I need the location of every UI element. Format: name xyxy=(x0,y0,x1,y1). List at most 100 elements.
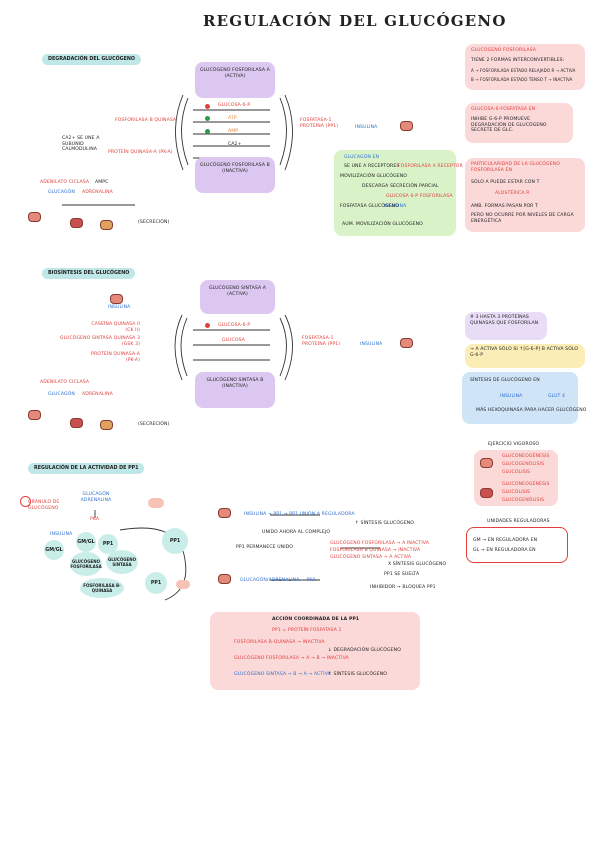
glycogen-synthase-a-node: GLUCÓGENO SINTASA a (ACTIVA) xyxy=(200,280,275,314)
box-subtitle: PP1 = PROTEÍN FOSFATASA 1 xyxy=(272,628,342,633)
side-box-activity-note: → A ACTIVA SÓLO SI ↑[G-6-P] B ACTIVA SÓL… xyxy=(465,344,585,368)
pp1-flow-line: PP1 SE SUELTA xyxy=(384,572,420,577)
center-label-g6p: GLUCOSA-6-P xyxy=(218,103,251,108)
box-title: ACCIÓN COORDINADA DE LA PP1 xyxy=(272,617,360,622)
left-label-pka: PROTEÍN QUINASA-A (PK-A) xyxy=(108,150,173,155)
side-box-line: GLUT 4 xyxy=(548,394,566,399)
right-label-pp1: FOSFATASA-1 PROTEÍNA (PP1) xyxy=(300,118,339,129)
exercise-line: GLUCOGENÓLISIS xyxy=(502,462,545,467)
muscle-icon xyxy=(70,418,83,428)
side-box-title: PARTICULARIDAD DE LA GLUCÓGENO FOSFORILA… xyxy=(471,162,560,173)
glycogen-synthase-node: GLUCÓGENO SINTASA xyxy=(106,550,138,574)
side-box-line: ALOSTÉRICA R xyxy=(495,191,530,196)
left-label-adenylate-cyclase: ADENILATO CICLASA xyxy=(40,380,90,385)
units-title: UNIDADES REGULADORAS xyxy=(485,519,552,525)
liver-icon xyxy=(28,410,41,420)
section-header-degradation: DEGRADACIÓN DEL GLUCÓGENO xyxy=(42,54,141,65)
side-box-title: SÍNTESIS DE GLUCÓGENO EN xyxy=(470,378,540,383)
exercise-line: GLUCONEOGÉNESIS xyxy=(502,454,550,459)
green-box-line: MOVILIZACIÓN GLUCÓGENO xyxy=(340,174,407,179)
green-box-line: SE UNE A RECEPTORES xyxy=(344,164,400,169)
side-box-title: GLUCÓGENO FOSFORILASA xyxy=(471,48,537,53)
exercise-line: GLUCÓLISIS xyxy=(502,490,531,495)
green-box-line: AUM. MOVILIZACIÓN GLUCÓGENO xyxy=(342,222,423,227)
phosphorylase-kinase-node: FOSFORILASA B-QUINASA xyxy=(80,578,124,598)
side-box-line: SÓLO A PUEDE ESTAR CON T xyxy=(471,180,540,185)
glucagon-liver-box: GLUCAGÓN EN SE UNE A RECEPTORES FOSFORIL… xyxy=(334,150,463,236)
left-label-adrenaline: ADRENALINA xyxy=(82,392,113,397)
inhibitor-shape-icon xyxy=(176,580,190,589)
pp1-node: PP1 xyxy=(98,534,118,554)
side-box-exercise: GLUCONEOGÉNESIS GLUCOGENÓLISIS GLUCÓLISI… xyxy=(474,450,558,506)
center-label-ca: Ca2+ xyxy=(228,142,242,147)
gm-gl-node: GM/GL xyxy=(76,532,96,552)
left-label-gsk3: GLUCÓGENO SINTASA QUINASA 3 (GSK 3) xyxy=(59,336,140,347)
box-line: ↑ SÍNTESIS GLUCÓGENO xyxy=(328,672,387,677)
left-label-phosphorylase-kinase: FOSFORILASA b QUINASA xyxy=(115,118,177,123)
green-box-line: DESCARGA SECRECIÓN PARCIAL xyxy=(362,184,439,189)
side-box-line: AMB. FORMAS PASAN POR T xyxy=(471,204,538,209)
green-box-line: INSULINA xyxy=(384,204,407,209)
regulatory-units-box: UNIDADES REGULADORAS GM → EN REGULADORA … xyxy=(466,519,568,563)
green-box-title: GLUCAGÓN EN xyxy=(344,155,380,160)
pp1-free-node: PP1 xyxy=(162,528,188,554)
side-box-g6pase: GLUCOSA-6-FOSFATASA EN INHIBE G-6-P PROM… xyxy=(465,103,573,143)
page-title: REGULACIÓN DEL GLUCÓGENO xyxy=(203,12,507,30)
glycogen-phosphorylase-b-node: GLUCÓGENO FOSFORILASA b (INACTIVA) xyxy=(195,157,275,193)
pp1-flow-line: GLUCÓGENO FOSFORILASA → A INACTIVA xyxy=(330,541,429,546)
side-box-line: INSULINA xyxy=(500,394,523,399)
pancreas-icon xyxy=(400,338,413,348)
glycogen-phosphorylase-a-node: GLUCÓGENO FOSFORILASA a (ACTIVA) xyxy=(195,62,275,98)
left-label-amp: AMPc xyxy=(95,180,109,185)
section-header-pp1-regulation: REGULACIÓN DE LA ACTIVIDAD DE PP1 xyxy=(28,463,145,474)
activator-dot-icon xyxy=(205,129,210,134)
left-label-pka: PROTEÍN QUINASA-A (PK-A) xyxy=(91,352,140,363)
pp1-flow-line: PP1 PERMANECE UNIDO xyxy=(236,545,294,550)
pp1-flow-line: INHIBIDOR → BLOQUEA PP1 xyxy=(370,585,436,590)
left-label-adenylate-cyclase: ADENILATO CICLASA xyxy=(40,180,90,185)
side-box-line: A → FOSFORILADA ESTADO RELAJADO R → ACTI… xyxy=(471,68,576,73)
kidney-icon xyxy=(100,220,113,230)
right-label-pp1: FOSFATASA-1 PROTEÍNA (PP1) xyxy=(302,336,341,347)
inhibitor-dot-icon xyxy=(205,323,210,328)
pancreas-icon xyxy=(218,574,231,584)
pp1-flow-line: FOSFORILASA B QUINASA → INACTIVA xyxy=(330,548,421,553)
insulin-label: INSULINA xyxy=(108,305,131,310)
units-line: GL → EN REGULADORA EN xyxy=(473,548,536,553)
pancreas-icon xyxy=(400,121,413,131)
inhibitor-dot-icon xyxy=(205,104,210,109)
side-box-line: PERO NO OCURRE POR NIVELES DE CARGA ENER… xyxy=(471,213,574,224)
side-box-kinases-note: # 3 HASTA 3 PROTEÍNAS QUINASAS QUE FOSFO… xyxy=(465,312,547,340)
green-box-line: FOSFORILASA A RECEPTOR xyxy=(398,164,463,169)
pka-label: PKA xyxy=(90,517,100,522)
no-symbol-icon xyxy=(20,496,31,507)
left-label-ck2: CASEÍNA QUINASA II (CK II) xyxy=(91,322,140,333)
box-line: ↓ DEGRADACIÓN GLUCÓGENO xyxy=(328,648,401,653)
box-line: GLUCÓGENO SINTASA → B → A → ACTIVA xyxy=(234,672,331,677)
exercise-line: GLUCÓLISIS xyxy=(502,470,531,475)
pancreas-icon xyxy=(218,508,231,518)
muscle-icon xyxy=(480,488,493,498)
pp1-flow-line: GLUCÓGENO SINTASA → A ACTIVA xyxy=(330,555,412,560)
side-box-text: INHIBE G-6-P PROMUEVE DEGRADACIÓN DE GLU… xyxy=(471,117,547,134)
pp1-flow-line: ↑ SÍNTESIS GLUCÓGENO xyxy=(355,521,414,526)
center-label-atp: ATP xyxy=(228,116,237,121)
side-box-line: MÁS HEXOQUINASA PARA HACER GLUCÓGENO xyxy=(476,408,587,413)
insulin-label: INSULINA xyxy=(355,125,378,130)
inhibitor-shape-icon xyxy=(148,498,164,508)
left-label-adrenaline: ADRENALINA xyxy=(82,190,113,195)
side-box-line: B → FOSFORILADA ESTADO TENSO T → INACTIV… xyxy=(471,77,573,82)
liver-icon xyxy=(480,458,493,468)
side-box-muscle-particularity: PARTICULARIDAD DE LA GLUCÓGENO FOSFORILA… xyxy=(465,158,585,232)
left-label-glucagon: GLUCAGÓN xyxy=(48,392,75,397)
glycogen-synthase-b-node: GLUCÓGENO SINTASA b (INACTIVA) xyxy=(195,372,275,408)
pp1-flow-line: X SÍNTESIS GLUCÓGENO xyxy=(388,562,447,567)
kidney-icon xyxy=(100,420,113,430)
side-box-phosphorylase-forms: GLUCÓGENO FOSFORILASA TIENE 2 FORMAS INT… xyxy=(465,44,585,90)
secretion-label: (SECRECIÓN) xyxy=(138,220,170,225)
side-box-subtitle: TIENE 2 FORMAS INTERCONVERTIBLES: xyxy=(471,58,565,63)
side-box-muscle-synthesis: SÍNTESIS DE GLUCÓGENO EN INSULINA GLUT 4… xyxy=(462,372,586,424)
box-line: FOSFORILASA B-QUINASA → INACTIVA xyxy=(234,640,325,645)
exercise-line: GLUCOGENÓLISIS xyxy=(502,498,545,503)
pp1-flow-line: UNIDO AHORA AL COMPLEJO xyxy=(262,530,331,535)
